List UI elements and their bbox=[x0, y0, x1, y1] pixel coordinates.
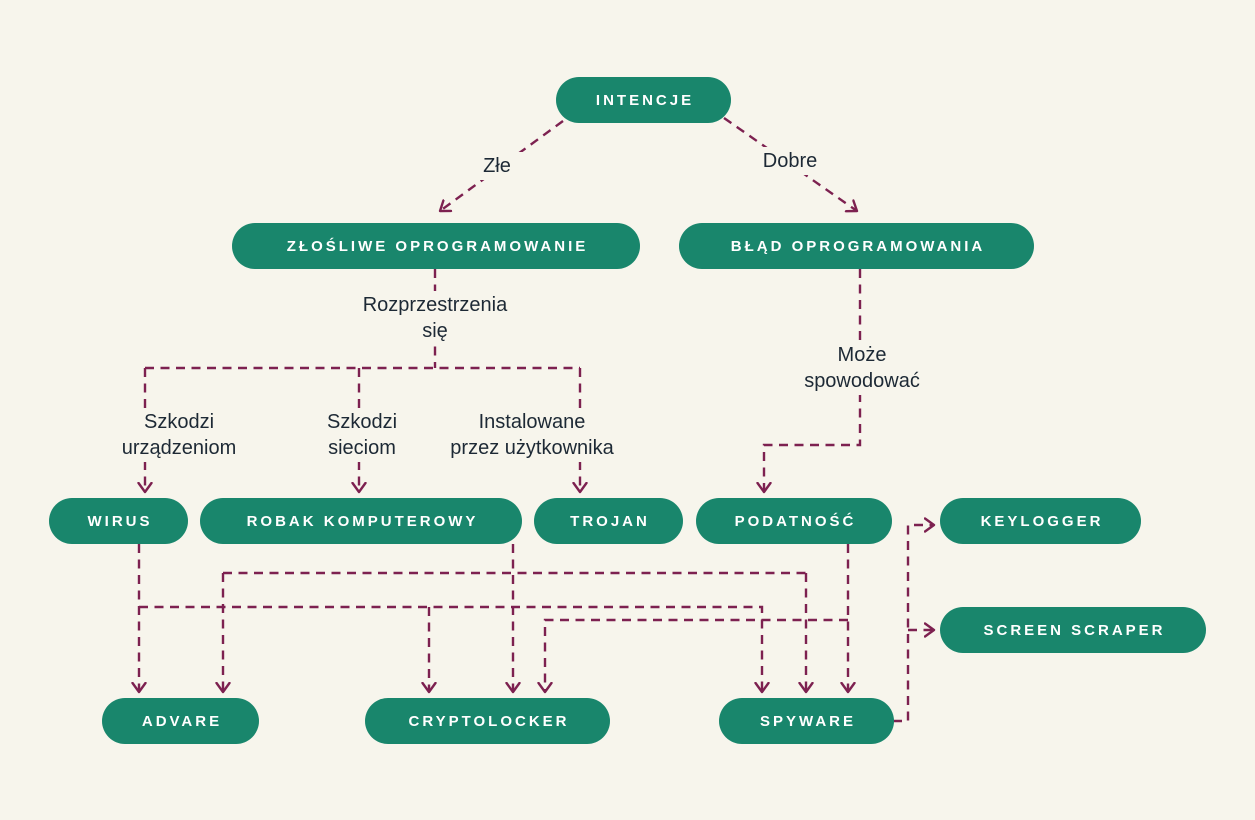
edge-label-text: urządzeniom bbox=[121, 437, 237, 459]
node-intencje: INTENCJE bbox=[556, 77, 731, 123]
edge-label-zle: Złe bbox=[470, 152, 524, 180]
edge-label-text: przez użytkownika bbox=[450, 437, 614, 459]
edge-label-text: Szkodzi bbox=[143, 411, 215, 433]
node-trojan: TROJAN bbox=[534, 498, 683, 544]
node-robak-komputerowy: ROBAK KOMPUTEROWY bbox=[200, 498, 522, 544]
edge-label-rozprzestrzenia: Rozprzestrzenia się bbox=[340, 291, 530, 345]
node-advare: ADVARE bbox=[102, 698, 259, 744]
edge-label-instalowane: Instalowane przez użytkownika bbox=[422, 408, 642, 462]
node-screen-scraper: SCREEN SCRAPER bbox=[940, 607, 1206, 653]
node-blad-oprogramowania: BŁĄD OPROGRAMOWANIA bbox=[679, 223, 1034, 269]
edge-label-text: sieciom bbox=[328, 437, 396, 459]
node-cryptolocker: CRYPTOLOCKER bbox=[365, 698, 610, 744]
node-podatnosc: PODATNOŚĆ bbox=[696, 498, 892, 544]
node-spyware: SPYWARE bbox=[719, 698, 894, 744]
edge-label-szkodzi-sieciom: Szkodzi sieciom bbox=[307, 408, 417, 462]
edge-label-text: Instalowane bbox=[478, 411, 586, 433]
edge-label-text: Złe bbox=[483, 155, 511, 177]
node-wirus: WIRUS bbox=[49, 498, 188, 544]
edge-spyware-keylogger bbox=[893, 525, 934, 723]
edge-label-text: Może bbox=[837, 344, 887, 366]
edge-label-szkodzi-urzadzeniom: Szkodzi urządzeniom bbox=[99, 408, 259, 462]
edge-blad-podatnosc bbox=[764, 269, 862, 492]
node-keylogger: KEYLOGGER bbox=[940, 498, 1141, 544]
edge-intencje-zlosliwe bbox=[440, 120, 564, 211]
edge-label-text: Dobre bbox=[762, 150, 818, 172]
edge-podatnosc-cryptolocker bbox=[545, 618, 848, 692]
edge-wirus-spyware bbox=[139, 605, 762, 692]
edge-label-text: spowodować bbox=[804, 370, 920, 392]
edge-label-text: Szkodzi bbox=[326, 411, 398, 433]
node-zlosliwe-oprogramowanie: ZŁOŚLIWE OPROGRAMOWANIE bbox=[232, 223, 640, 269]
edge-label-moze-spowodowac: Może spowodować bbox=[782, 341, 942, 395]
edge-label-text: Rozprzestrzenia bbox=[362, 294, 508, 316]
edge-label-text: się bbox=[422, 320, 448, 342]
edge-label-dobre: Dobre bbox=[754, 147, 826, 175]
